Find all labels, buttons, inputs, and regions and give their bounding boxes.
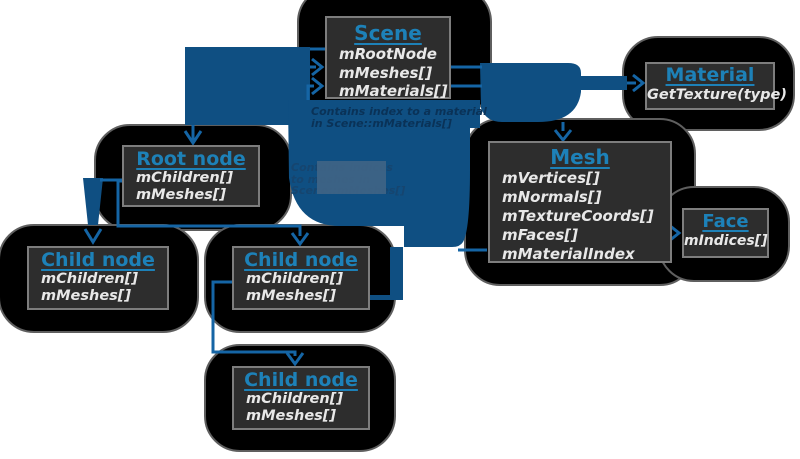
node-box-material: Material GetTexture(type) (645, 62, 787, 110)
node-field: mChildren[] (41, 271, 138, 287)
node-field: mChildren[] (246, 271, 343, 287)
node-box-face: Face mIndices[] (682, 208, 769, 258)
node-title: Face (702, 211, 749, 232)
line-child2-to-child3 (211, 280, 297, 356)
node-box-scene: Scene mRootNode mMeshes[] mMaterials[] (325, 16, 451, 100)
node-box-mesh: Mesh mVertices[] mNormals[] mTextureCoor… (488, 141, 672, 263)
node-field: mMeshes[] (339, 63, 433, 82)
annotation-cover-patch (317, 161, 386, 194)
node-title: Child node (41, 249, 155, 271)
node-field: mFaces[] (502, 226, 578, 244)
arrowhead-scene-mmaterials (311, 76, 325, 96)
node-box-root-node: Root node mChildren[] mMeshes[] (122, 145, 260, 207)
node-field: mMeshes[] (246, 408, 337, 424)
node-field: mChildren[] (246, 391, 343, 407)
line-root-to-child2 (116, 179, 302, 236)
node-field: mMaterials[] (339, 82, 448, 100)
node-title: Root node (136, 148, 246, 170)
node-field: mVertices[] (502, 169, 600, 187)
arrowhead-scene-mmeshes (311, 57, 325, 77)
node-field: mNormals[] (502, 188, 602, 206)
arrowhead-child3 (285, 352, 305, 367)
arrowhead-child2 (290, 232, 310, 247)
arrowhead-material (632, 73, 646, 93)
node-field: mMeshes[] (136, 187, 227, 203)
node-field: mMeshes[] (41, 288, 132, 304)
node-field: mTextureCoords[] (502, 207, 654, 225)
arrow-shape-child1-wedge (83, 178, 103, 225)
node-title: Child node (244, 249, 358, 271)
node-title: Child node (244, 369, 358, 391)
node-title: Mesh (550, 145, 610, 169)
arrow-shape-scene-mesh (480, 63, 581, 122)
arrowhead-child1 (83, 228, 103, 245)
node-title: Material (665, 64, 755, 86)
arrowhead-face (668, 223, 682, 243)
node-field: mMaterialIndex (502, 245, 635, 263)
arrow-shape-material-bar (568, 76, 627, 90)
arrowhead-mesh (553, 129, 573, 143)
arrow-shape-scene-root (185, 47, 310, 125)
node-field: mChildren[] (136, 170, 233, 186)
arrow-shape-child2-meshes (366, 247, 403, 300)
node-field: GetTexture(type) (647, 87, 787, 103)
node-field: mRootNode (339, 45, 437, 63)
node-field: mMeshes[] (246, 288, 337, 304)
node-box-child-node-2: Child node mChildren[] mMeshes[] (232, 246, 370, 310)
node-box-child-node-3: Child node mChildren[] mMeshes[] (232, 366, 370, 430)
line-scene-mmaterials (306, 84, 314, 100)
node-field: mIndices[] (684, 233, 768, 249)
node-title: Scene (354, 21, 422, 45)
annotation-material-index: Contains index to a material in Scene::m… (311, 105, 487, 130)
node-box-child-node-1: Child node mChildren[] mMeshes[] (27, 246, 169, 310)
arrowhead-root-node (183, 130, 203, 146)
